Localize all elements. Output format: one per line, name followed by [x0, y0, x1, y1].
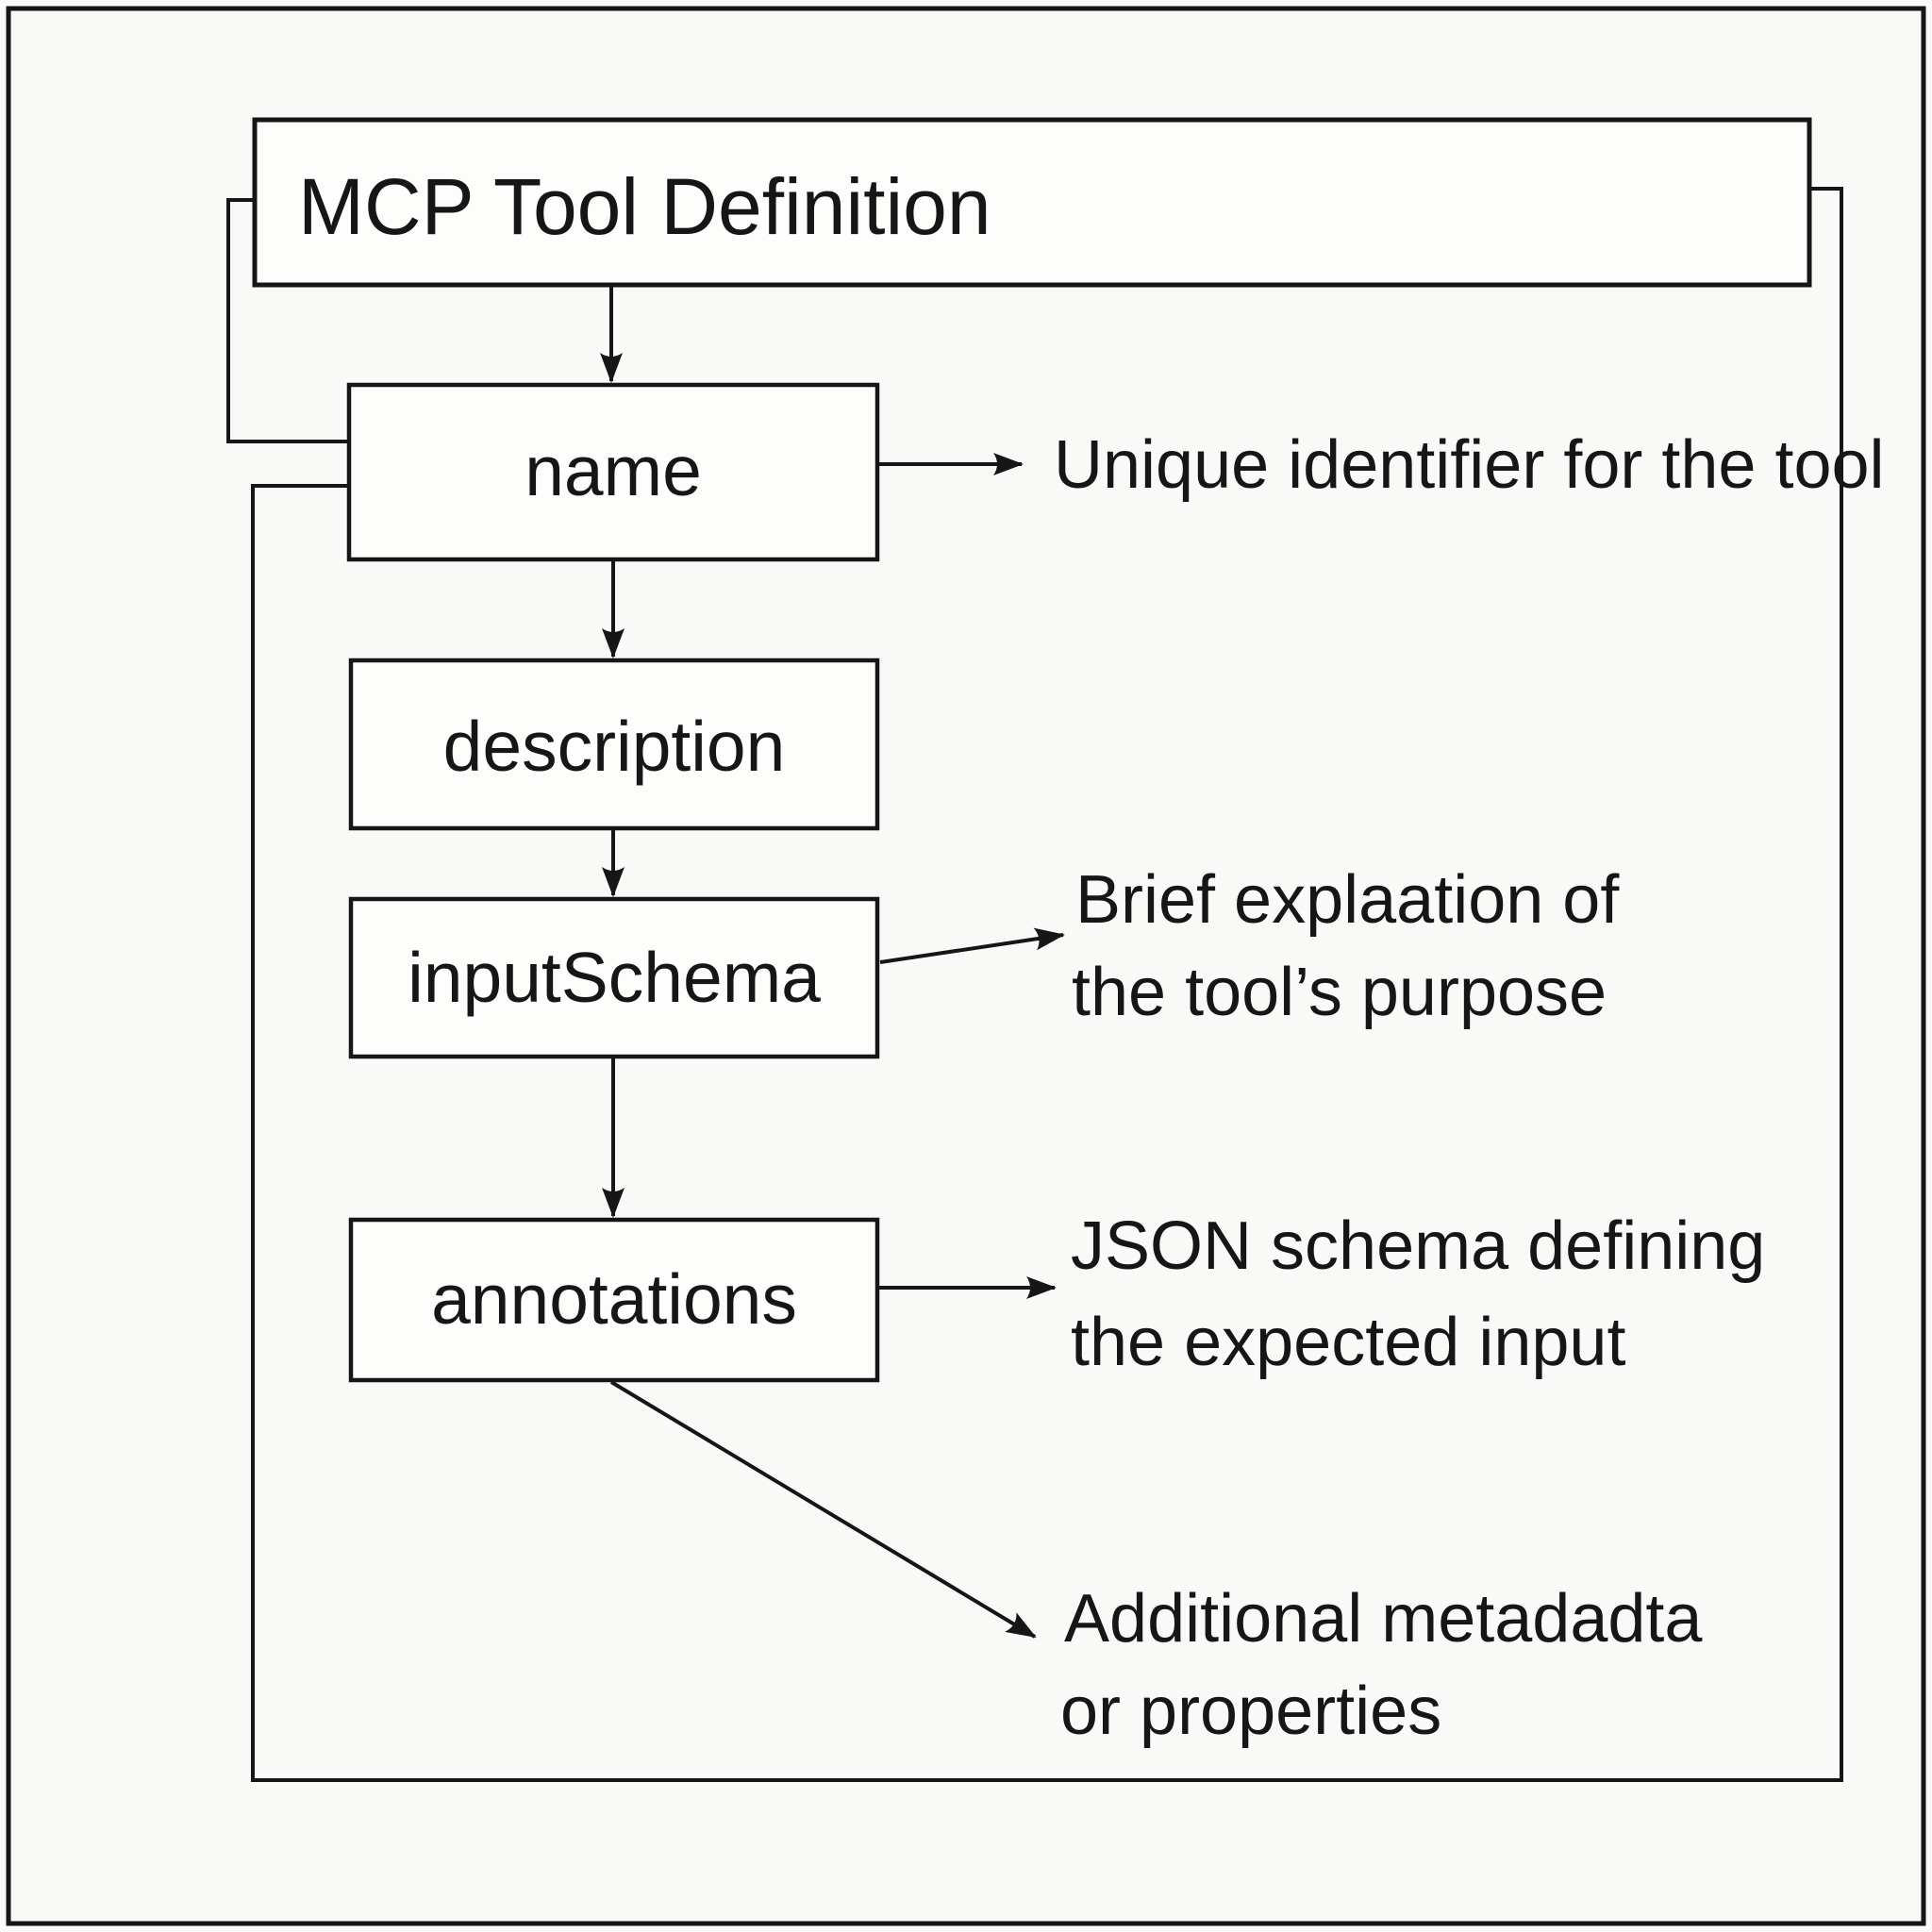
note-metadata-line2: or properties — [1060, 1674, 1441, 1749]
diagram-title: MCP Tool Definition — [298, 162, 991, 251]
note-annotations-line2: the expected input — [1071, 1305, 1625, 1380]
node-inputschema-box — [348, 896, 880, 1059]
note-metadata-line1: Additional metadadta — [1064, 1581, 1703, 1657]
note-inputschema-line1: Brief explaation of — [1075, 862, 1620, 938]
node-inputschema-label: inputSchema — [408, 938, 821, 1017]
arrow-annotations-to-metadata-note — [609, 1380, 1037, 1639]
connector-title-to-name-left — [226, 198, 349, 443]
note-name-line1: Unique identifier for the tool — [1054, 427, 1885, 503]
note-annotations-line1: JSON schema defining — [1071, 1208, 1765, 1284]
node-annotations-label: annotations — [431, 1259, 797, 1339]
node-annotations-box — [348, 1217, 880, 1383]
node-description-label: description — [443, 707, 786, 786]
node-name-label: name — [525, 431, 702, 510]
arrow-inputschema-to-note — [879, 927, 1065, 964]
node-name-box — [346, 382, 880, 562]
node-title-box — [252, 117, 1812, 288]
connector-name-around-to-title-right — [251, 187, 1843, 1782]
note-inputschema-line2: the tool’s purpose — [1072, 955, 1607, 1030]
outer-border — [6, 6, 1926, 1926]
node-description-box — [348, 658, 880, 831]
